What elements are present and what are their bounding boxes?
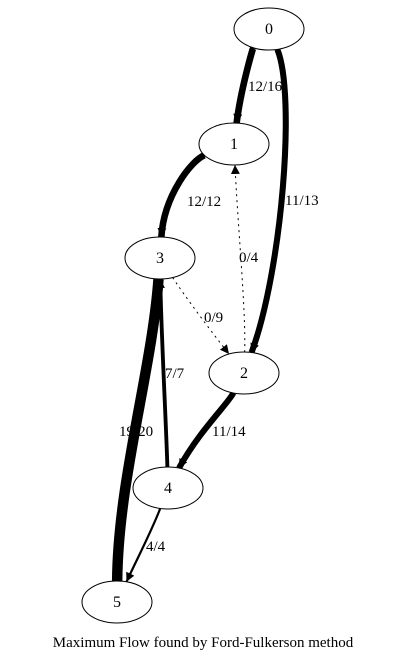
edge-label-4-3: 7/7: [165, 366, 185, 382]
edge-0-2: [248, 48, 289, 354]
edges-layer: [111, 45, 289, 583]
node-ellipse-4: [132, 466, 204, 510]
edge-0-1: [233, 45, 257, 124]
node-ellipse-3: [124, 236, 196, 280]
node-ellipse-2: [208, 351, 280, 395]
node-5: 5: [81, 580, 153, 624]
node-4: 4: [132, 466, 204, 510]
node-label-2: 2: [240, 365, 248, 382]
node-1: 1: [198, 122, 270, 166]
edge-1-3: [157, 152, 206, 238]
edge-label-2-4: 11/14: [212, 424, 246, 440]
edge-label-4-5: 4/4: [146, 539, 166, 555]
node-label-1: 1: [230, 136, 238, 153]
node-label-3: 3: [156, 250, 164, 267]
node-ellipse-5: [81, 580, 153, 624]
node-3: 3: [124, 236, 196, 280]
edge-label-3-2: 0/9: [204, 310, 223, 326]
edge-labels-layer: 12/16 11/13 12/12 0/4 0/9 11/14 7/7 19/20 4/4: [119, 79, 319, 555]
edge-2-4: [176, 391, 237, 470]
edge-4-5: [125, 508, 162, 583]
edge-3-5: [111, 278, 164, 582]
node-label-4: 4: [164, 480, 172, 497]
edge-label-1-3: 12/12: [187, 194, 221, 210]
node-ellipse-0: [233, 7, 305, 51]
edge-label-0-2: 11/13: [285, 193, 319, 209]
edge-3-2: [172, 277, 230, 355]
node-label-0: 0: [265, 21, 273, 38]
edge-label-3-5: 19/20: [119, 424, 153, 440]
node-2: 2: [208, 351, 280, 395]
edge-label-2-1: 0/4: [239, 250, 259, 266]
node-ellipse-1: [198, 122, 270, 166]
diagram-caption: Maximum Flow found by Ford-Fulkerson met…: [53, 635, 354, 651]
edge-label-0-1: 12/16: [248, 79, 283, 95]
node-0: 0: [233, 7, 305, 51]
node-label-5: 5: [113, 594, 121, 611]
edge-2-1: [230, 164, 246, 353]
nodes-layer: 0 1 2 3 4 5: [81, 7, 305, 624]
